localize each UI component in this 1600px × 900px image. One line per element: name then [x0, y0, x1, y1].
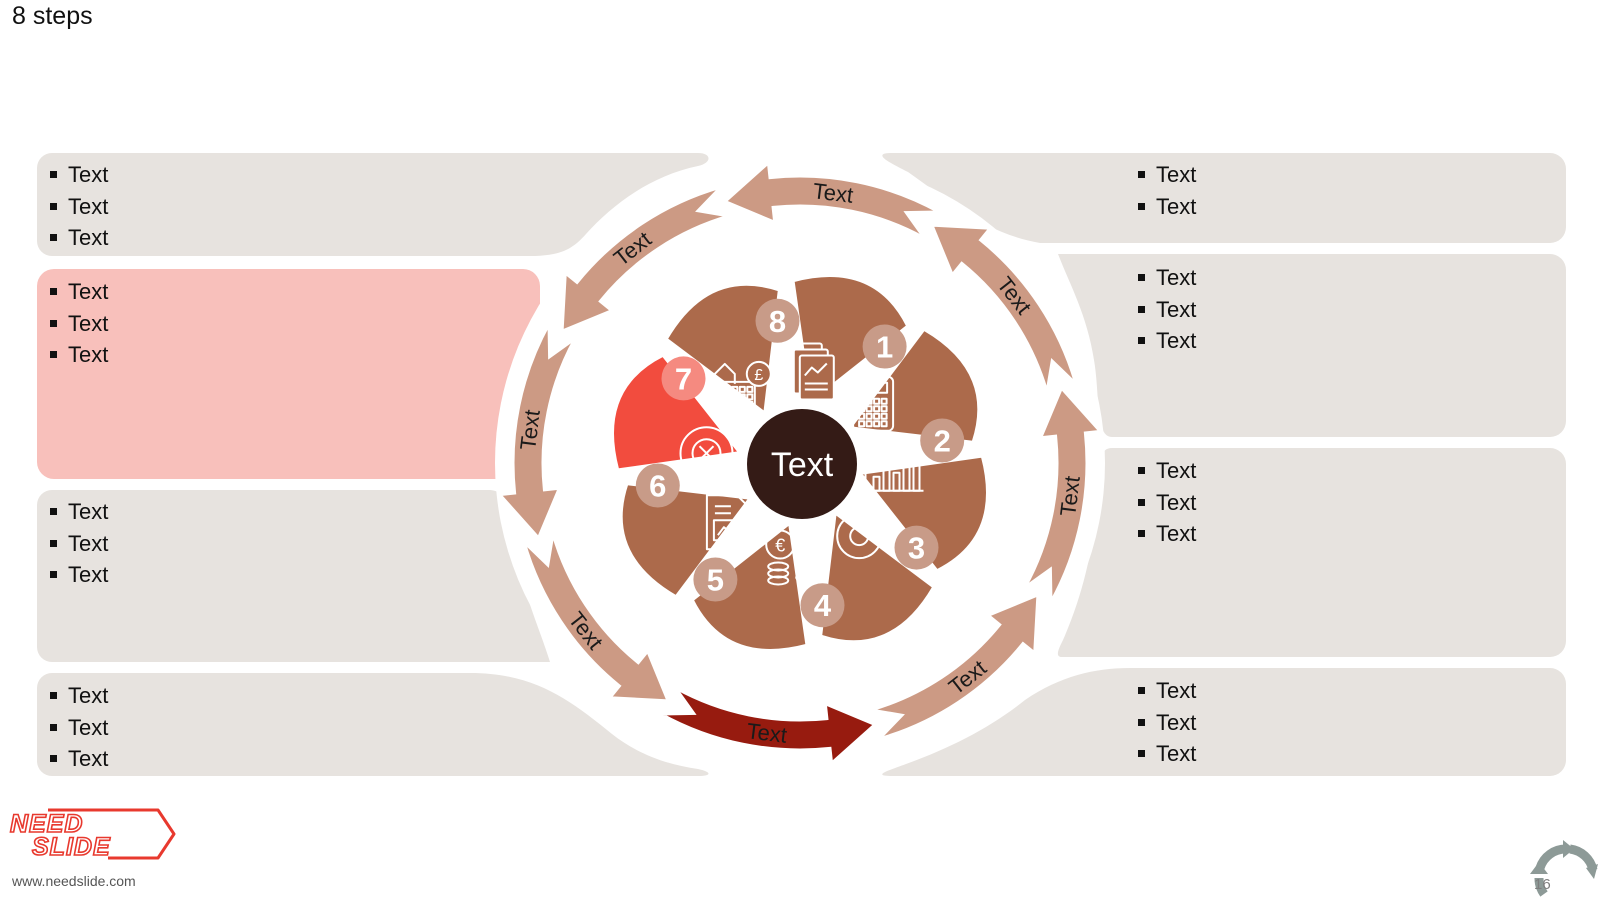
ring-label: Text: [812, 178, 855, 208]
needslide-logo: NEED SLIDE: [9, 808, 176, 862]
step-badge: [635, 463, 680, 508]
step-wedge-7: [611, 354, 740, 471]
step-badge: [920, 418, 965, 463]
list-item: Text: [1125, 738, 1196, 770]
left-panel-3-list: Text Text Text: [37, 496, 108, 591]
step-badge: [661, 356, 706, 401]
list-item: Text: [37, 559, 108, 591]
website-url: www.needslide.com: [12, 873, 136, 889]
list-item: Text: [37, 496, 108, 528]
cancel-circle-icon: [679, 426, 734, 481]
step-number: 8: [769, 304, 786, 339]
list-item: Text: [1125, 159, 1196, 191]
ring-label: Text: [1055, 475, 1085, 518]
step-number: 7: [675, 361, 692, 396]
list-item: Text: [37, 712, 108, 744]
list-item: Text: [37, 308, 108, 340]
step-wedge-4: [820, 512, 935, 643]
step-icons: €£: [679, 342, 924, 586]
step-number: 6: [649, 469, 666, 504]
step-badges: 1 2 3 4 5 6 7 8: [635, 298, 965, 628]
center-label: Text: [771, 446, 834, 484]
right-panel-2-list: Text Text Text: [1125, 262, 1196, 357]
report-document-icon: [705, 494, 748, 551]
left-panel-2-list: Text Text Text: [37, 276, 108, 371]
right-panel-1: [882, 153, 1566, 243]
list-item: Text: [37, 159, 108, 191]
left-panel-1: [37, 153, 709, 256]
list-item: Text: [1125, 518, 1196, 550]
logo-line-1: NEED: [10, 810, 83, 838]
list-item: Text: [37, 191, 108, 223]
step-badge: [894, 525, 939, 570]
svg-text:£: £: [754, 367, 763, 384]
list-item: Text: [37, 339, 108, 371]
step-number: 2: [934, 424, 951, 459]
ring-arrow-segment: [655, 686, 878, 767]
ring-arrow-segment: [496, 318, 577, 541]
pie-chart-icon: [836, 509, 887, 560]
svg-text:€: €: [775, 536, 785, 556]
list-item: Text: [37, 276, 108, 308]
euro-coins-icon: €: [765, 529, 818, 586]
ring-arrow-segment: [1023, 385, 1104, 608]
ring-label: Text: [745, 718, 788, 748]
center-circle: [747, 409, 857, 519]
list-item: Text: [37, 528, 108, 560]
step-badge: [693, 557, 738, 602]
ring-arrow-segment: [521, 533, 671, 703]
step-number: 4: [814, 588, 832, 623]
ring-arrow-segment: [722, 159, 945, 240]
right-panel-1-list: Text Text: [1125, 159, 1196, 222]
step-badge: [755, 298, 800, 343]
ring-arrow-segment: [929, 223, 1079, 393]
step-wedge-5: [691, 523, 808, 652]
list-item: Text: [1125, 487, 1196, 519]
ring-arrow-segment: [560, 184, 730, 334]
list-item: Text: [1125, 191, 1196, 223]
step-badge: [800, 583, 845, 628]
list-item: Text: [1125, 325, 1196, 357]
left-panel-4: [37, 673, 709, 776]
step-wedge-6: [620, 483, 751, 598]
list-item: Text: [1125, 675, 1196, 707]
left-panel-4-list: Text Text Text: [37, 680, 108, 775]
right-panel-4-list: Text Text Text: [1125, 675, 1196, 770]
left-panel-1-list: Text Text Text: [37, 159, 108, 254]
ring-arrows: [496, 159, 1104, 767]
right-panel-2: [1058, 254, 1566, 437]
right-panel-3: [1057, 448, 1566, 657]
ring-arrow-segment: [870, 592, 1040, 742]
list-item: Text: [1125, 262, 1196, 294]
left-panel-3: [37, 490, 550, 662]
right-panel-4: [882, 668, 1566, 776]
bar-chart-growth-icon: [864, 446, 924, 492]
pound-calculator-icon: £: [713, 360, 772, 413]
page-number: 16: [1534, 876, 1551, 893]
list-item: Text: [37, 680, 108, 712]
slide-title: 8 steps: [12, 2, 93, 30]
step-number: 1: [876, 330, 893, 365]
list-item: Text: [37, 222, 108, 254]
step-number: 5: [707, 563, 724, 598]
calculator-icon: [852, 375, 895, 432]
right-panel-3-list: Text Text Text: [1125, 455, 1196, 550]
list-item: Text: [1125, 707, 1196, 739]
left-panel-2: [37, 269, 540, 479]
list-item: Text: [1125, 455, 1196, 487]
list-item: Text: [1125, 294, 1196, 326]
step-badge: [862, 324, 907, 369]
step-wedges: [611, 274, 989, 652]
ring-label: Text: [515, 408, 545, 451]
step-number: 3: [908, 531, 925, 566]
logo-line-2: SLIDE: [32, 833, 111, 861]
page-number-arrows-icon: [1530, 840, 1598, 897]
list-item: Text: [37, 743, 108, 775]
financial-report-icon: [786, 342, 835, 401]
